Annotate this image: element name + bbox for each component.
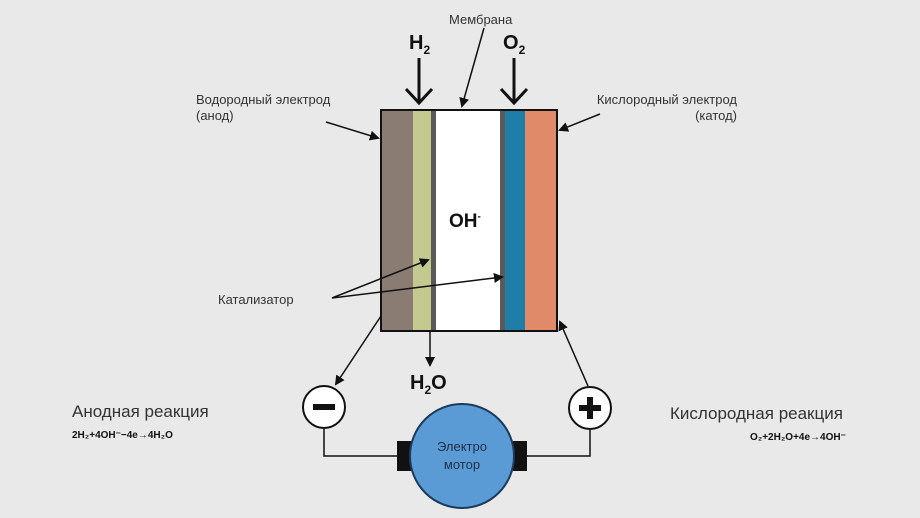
o2-input-arrow [499, 58, 529, 106]
water-label: H2O [410, 372, 447, 397]
cathode-label-line1: Кислородный электрод [596, 92, 737, 107]
plus-sign-v-icon [587, 397, 593, 419]
anode-label-line1: Водородный электрод [196, 92, 331, 107]
wire-minus-to-motor [323, 429, 400, 457]
h2-input-arrow [404, 58, 434, 106]
o2-label: O2 [503, 32, 526, 57]
anode-pointer [325, 121, 380, 141]
membrane-label: Мембрана [449, 12, 513, 27]
membrane-pointer [459, 27, 485, 108]
cathode-label-line2: (катод) [695, 108, 737, 123]
wire-motor-to-plus [526, 430, 591, 457]
electrolyte-gap [436, 110, 500, 331]
electric-motor [409, 403, 515, 509]
catalyst-pointer-right [331, 273, 504, 299]
cathode-reaction-equation: O₂+2H₂O+4e→4OH⁻ [750, 432, 846, 443]
catalyst-label: Катализатор [218, 292, 294, 307]
cathode-reaction-title: Кислородная реакция [670, 404, 843, 423]
motor-brush-right [511, 441, 527, 471]
cathode-separator [500, 110, 505, 331]
cathode-label: Кислородный электрод (катод) [567, 92, 737, 124]
anode-label: Водородный электрод (анод) [196, 92, 330, 124]
anode-electrode-layer [381, 110, 413, 331]
cathode-electrode-layer [525, 110, 557, 331]
cell-frame [380, 109, 558, 332]
anode-label-line2: (анод) [196, 108, 234, 123]
cathode-pointer [558, 113, 601, 132]
h2-label: H2 [409, 32, 431, 57]
motor-label-line1: Электро [437, 439, 487, 454]
catalyst-pointer-left [331, 258, 430, 299]
anode-separator [431, 110, 436, 331]
minus-sign-icon [313, 404, 335, 410]
anode-reaction-title: Анодная реакция [72, 402, 209, 421]
anode-reaction-equation: 2H₂+4OH⁻−4e→4H₂O [72, 430, 173, 441]
anode-catalyst-layer [413, 110, 431, 331]
cathode-wire [558, 320, 589, 387]
anode-wire [334, 315, 382, 386]
motor-label: Электро мотор [412, 438, 512, 474]
cathode-catalyst-layer [505, 110, 525, 331]
motor-label-line2: мотор [443, 457, 481, 472]
hydroxide-ion-label: OH- [449, 211, 481, 232]
motor-brush-left [397, 441, 413, 471]
